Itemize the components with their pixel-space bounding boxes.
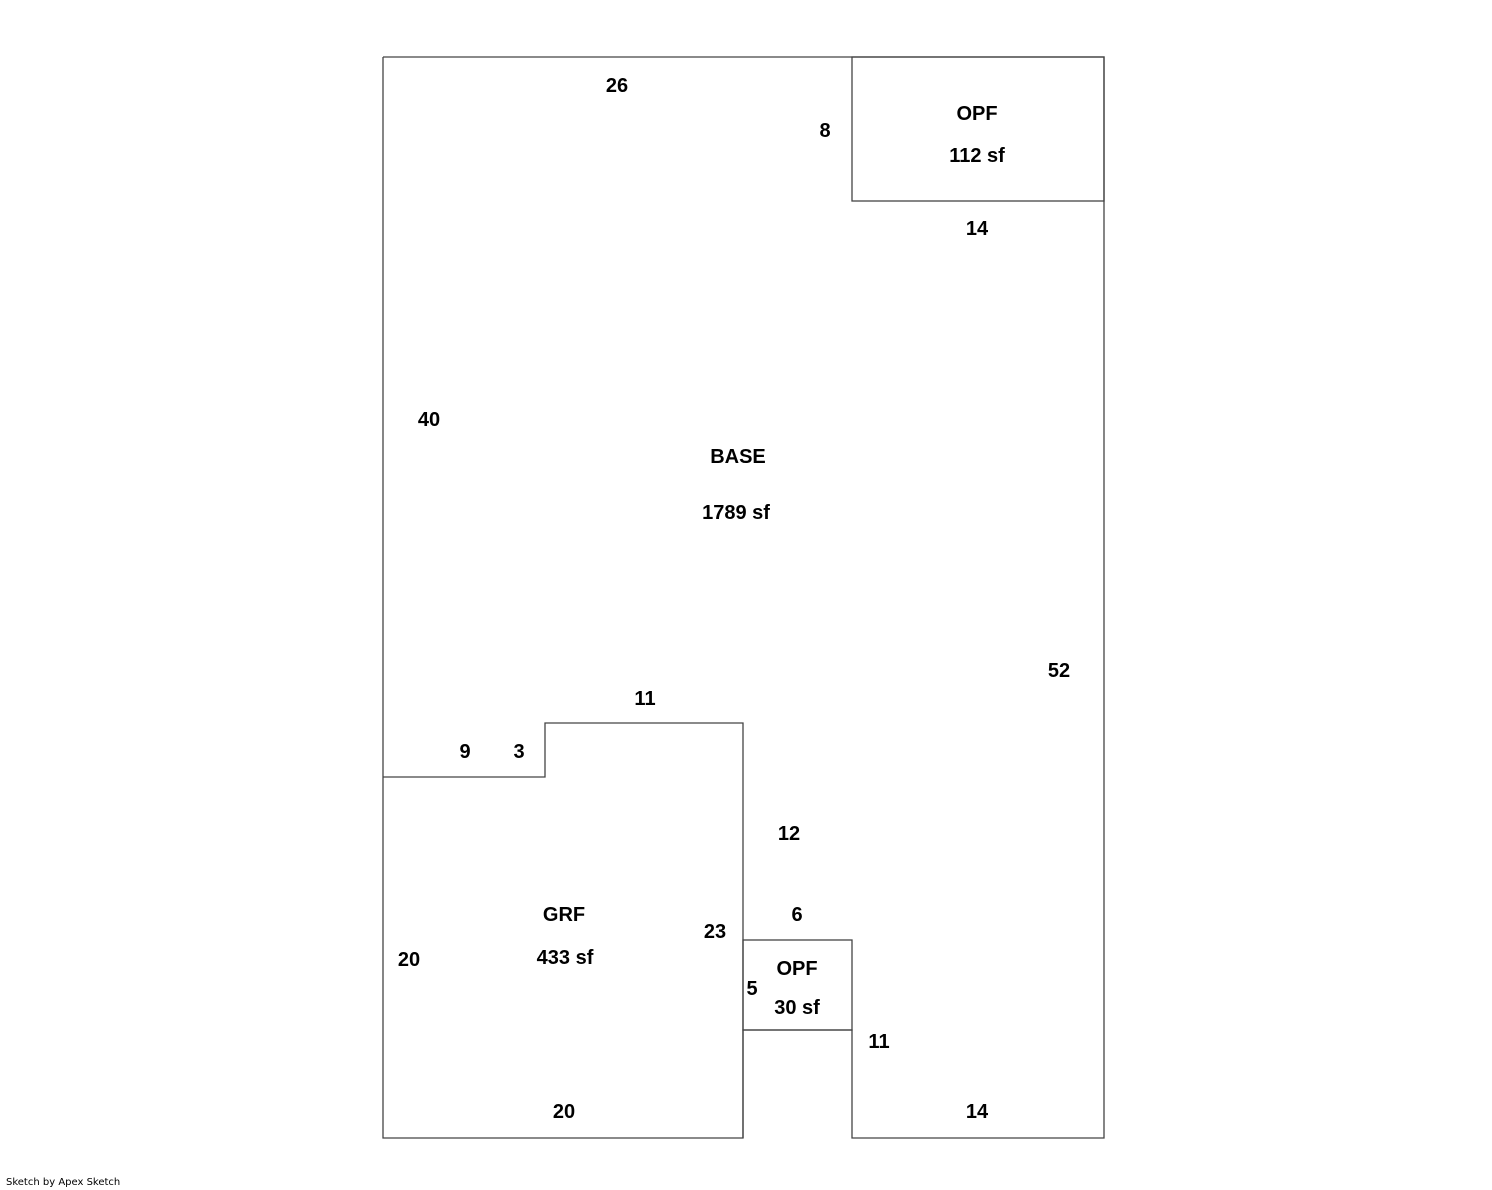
dim-step-v: 3 — [513, 741, 524, 763]
opf-top-area: 112 sf — [949, 145, 1005, 167]
grf-label: GRF — [543, 904, 585, 926]
base-label: BASE — [710, 446, 766, 468]
dim-grf-top: 11 — [634, 688, 655, 710]
dim-right: 52 — [1048, 660, 1070, 682]
floor-plan-outlines — [382, 56, 1105, 1139]
opf-top-outline — [851, 56, 1105, 202]
dim-opf-left: 8 — [819, 120, 830, 142]
dim-grf-bottom: 20 — [553, 1101, 575, 1123]
opf-small-area: 30 sf — [774, 997, 820, 1019]
dim-bottom-right: 14 — [966, 1101, 989, 1123]
opf-small-outline — [742, 939, 853, 1031]
dim-grf-right: 23 — [704, 921, 726, 943]
grf-area: 433 sf — [537, 947, 594, 969]
dim-inner-v: 12 — [778, 823, 800, 845]
dim-opf-small-top: 6 — [791, 904, 802, 926]
dim-left: 40 — [418, 409, 440, 431]
grf-outline — [383, 722, 744, 1138]
dim-top: 26 — [606, 75, 628, 97]
sketch-credit: Sketch by Apex Sketch — [6, 1177, 121, 1188]
dim-step-h: 9 — [459, 741, 470, 763]
dim-opf-bottom: 14 — [966, 218, 989, 240]
dim-lower-right-v: 11 — [868, 1031, 889, 1053]
opf-top-label: OPF — [956, 103, 997, 125]
dim-grf-left: 20 — [398, 949, 420, 971]
base-area: 1789 sf — [702, 502, 770, 524]
opf-small-label: OPF — [776, 958, 817, 980]
dim-opf-small-left: 5 — [746, 978, 757, 1000]
